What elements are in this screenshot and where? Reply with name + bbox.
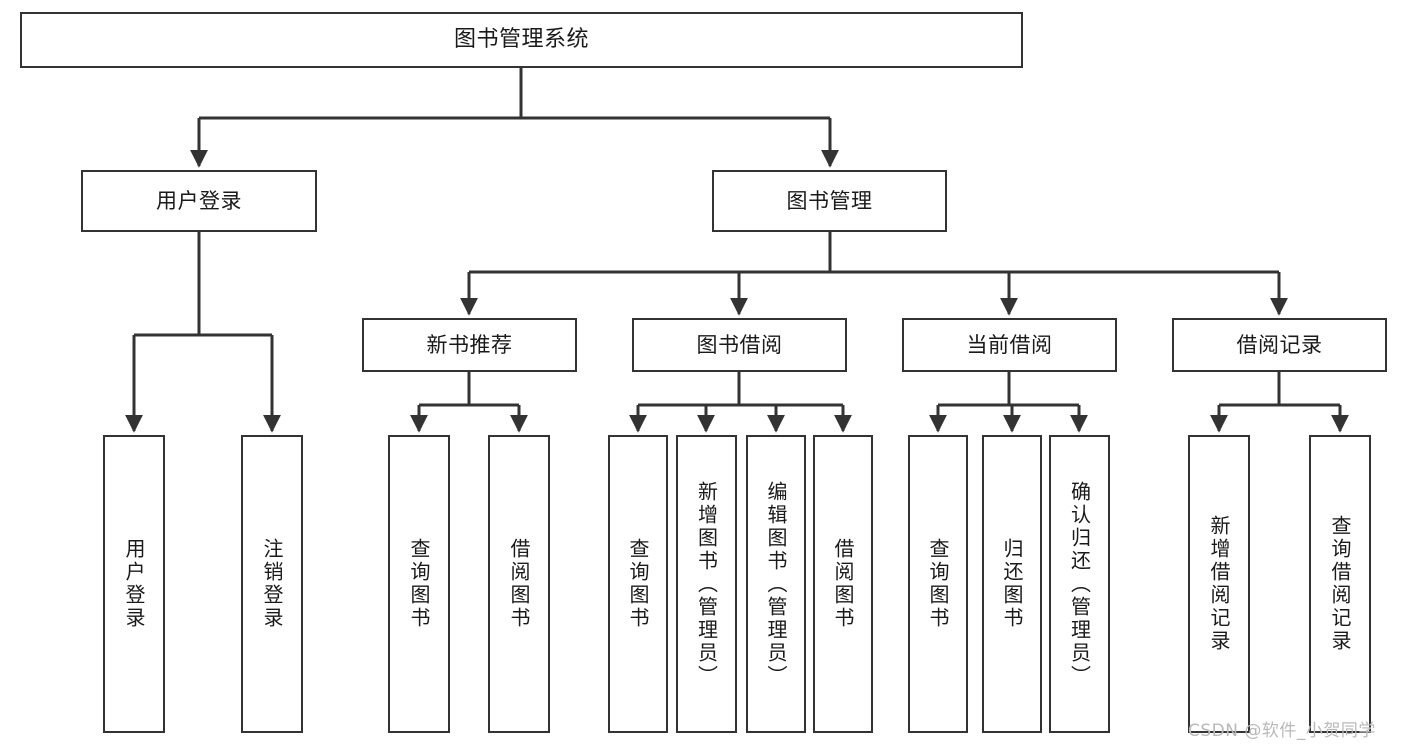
node-current-borrow[interactable]: 当前借阅 [902,318,1117,372]
node-leaf-logout-login-label: 注销登录 [260,538,284,630]
node-leaf-query-book-3-label: 查询图书 [926,538,950,630]
node-user-login-label: 用户登录 [156,188,242,213]
node-leaf-borrow-book-2[interactable]: 借阅图书 [813,435,873,733]
node-leaf-add-book-admin[interactable]: 新增图书（管理员） [676,435,737,733]
node-leaf-edit-book-admin-label: 编辑图书（管理员） [764,480,788,688]
node-leaf-borrow-book-1[interactable]: 借阅图书 [488,435,550,733]
node-leaf-query-borrow-record-label: 查询借阅记录 [1328,515,1352,653]
node-book-borrow-label: 图书借阅 [696,332,783,357]
node-leaf-add-book-admin-label: 新增图书（管理员） [694,480,719,688]
node-book-manage[interactable]: 图书管理 [712,170,947,232]
node-borrow-record-label: 借阅记录 [1236,332,1323,357]
node-new-book-recommend-label: 新书推荐 [426,332,513,357]
node-leaf-user-login-label: 用户登录 [122,538,146,630]
node-leaf-confirm-return-admin-label: 确认归还（管理员） [1067,480,1092,688]
node-leaf-query-book-2-label: 查询图书 [626,538,650,630]
node-leaf-add-borrow-record[interactable]: 新增借阅记录 [1188,435,1250,733]
node-leaf-add-borrow-record-label: 新增借阅记录 [1207,515,1231,653]
csdn-watermark: CSDN @软件_小贺同学 [1188,721,1376,741]
node-leaf-query-borrow-record[interactable]: 查询借阅记录 [1309,435,1371,733]
node-leaf-borrow-book-2-label: 借阅图书 [831,538,855,630]
node-leaf-edit-book-admin[interactable]: 编辑图书（管理员） [746,435,806,733]
node-leaf-query-book-1[interactable]: 查询图书 [388,435,450,733]
node-borrow-record[interactable]: 借阅记录 [1172,318,1387,372]
node-leaf-logout-login[interactable]: 注销登录 [241,435,303,733]
node-root[interactable]: 图书管理系统 [20,12,1023,68]
node-book-manage-label: 图书管理 [786,188,873,213]
node-leaf-return-book[interactable]: 归还图书 [982,435,1042,733]
node-leaf-return-book-label: 归还图书 [1000,538,1024,630]
node-user-login[interactable]: 用户登录 [81,170,317,232]
node-leaf-user-login[interactable]: 用户登录 [103,435,165,733]
node-leaf-borrow-book-1-label: 借阅图书 [507,538,531,630]
node-leaf-query-book-1-label: 查询图书 [407,538,431,630]
node-new-book-recommend[interactable]: 新书推荐 [362,318,577,372]
node-leaf-confirm-return-admin[interactable]: 确认归还（管理员） [1049,435,1110,733]
node-book-borrow[interactable]: 图书借阅 [632,318,847,372]
node-leaf-query-book-3[interactable]: 查询图书 [908,435,968,733]
node-current-borrow-label: 当前借阅 [966,332,1053,357]
node-leaf-query-book-2[interactable]: 查询图书 [608,435,668,733]
node-root-label: 图书管理系统 [453,27,589,53]
